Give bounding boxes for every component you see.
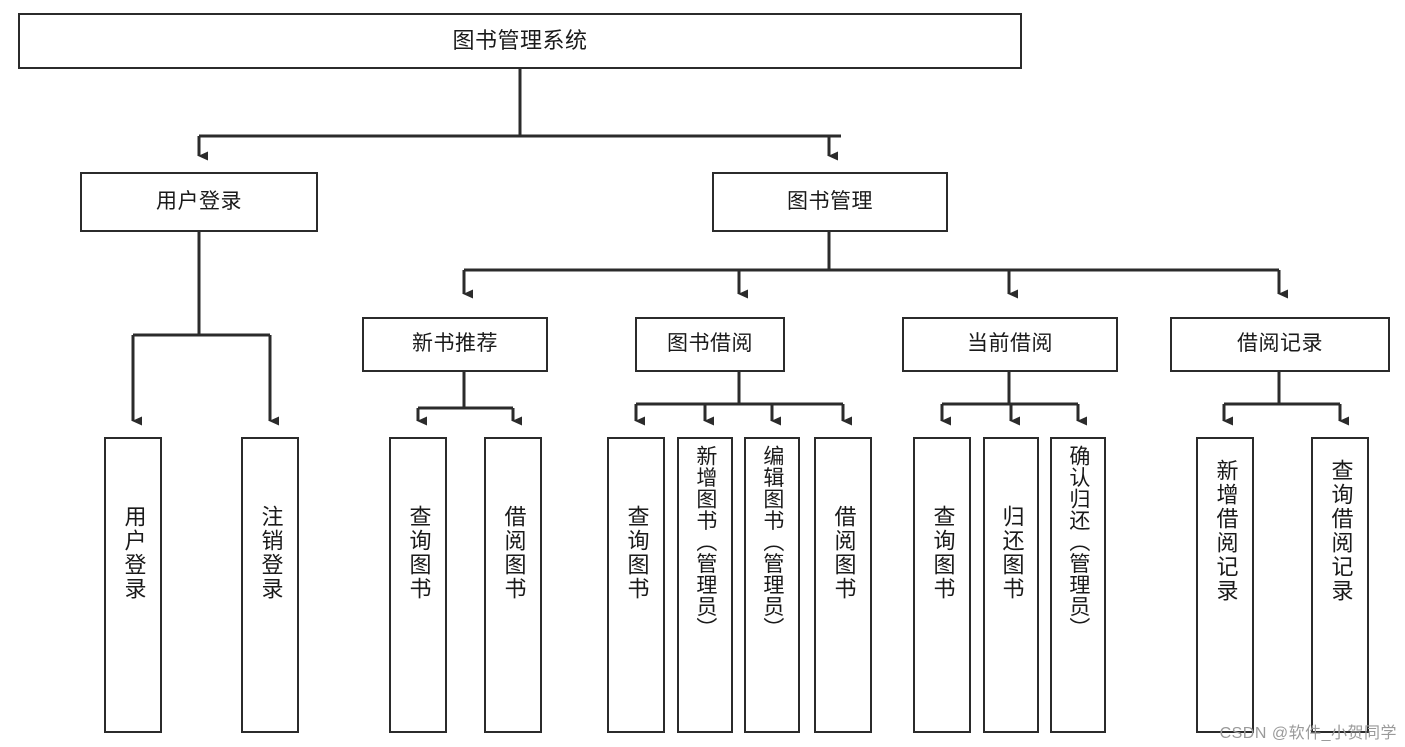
node-label: 确认归还（管理员） — [1066, 445, 1090, 639]
leaf-borrow-book-borrowing[interactable]: 借阅图书 — [814, 437, 872, 733]
node-label: 用户登录 — [156, 189, 242, 213]
node-label: 查询图书 — [930, 505, 956, 601]
node-label: 新增图书（管理员） — [693, 445, 717, 639]
node-label: 查询借阅记录 — [1328, 459, 1354, 603]
node-label: 当前借阅 — [967, 332, 1053, 356]
node-label: 注销登录 — [258, 505, 284, 601]
leaf-add-book-admin[interactable]: 新增图书（管理员） — [677, 437, 733, 733]
node-label: 图书管理系统 — [452, 28, 588, 54]
node-label: 图书管理 — [787, 189, 873, 213]
node-new-book-recommendation[interactable]: 新书推荐 — [362, 317, 548, 372]
csdn-watermark: CSDN @软件_小贺同学 — [1219, 725, 1397, 742]
leaf-query-book-recommendation[interactable]: 查询图书 — [389, 437, 447, 733]
leaf-return-book[interactable]: 归还图书 — [983, 437, 1039, 733]
node-label: 归还图书 — [999, 505, 1025, 601]
node-label: 编辑图书（管理员） — [760, 445, 784, 639]
node-label: 图书借阅 — [667, 332, 753, 356]
leaf-confirm-return-admin[interactable]: 确认归还（管理员） — [1050, 437, 1106, 733]
leaf-edit-book-admin[interactable]: 编辑图书（管理员） — [744, 437, 800, 733]
node-user-login[interactable]: 用户登录 — [80, 172, 318, 232]
leaf-add-borrowing-record[interactable]: 新增借阅记录 — [1196, 437, 1254, 733]
node-book-management-system[interactable]: 图书管理系统 — [18, 13, 1022, 69]
node-label: 借阅图书 — [831, 505, 857, 601]
node-label: 借阅图书 — [501, 505, 527, 601]
node-label: 用户登录 — [121, 505, 147, 601]
node-label: 查询图书 — [406, 505, 432, 601]
node-label: 查询图书 — [624, 505, 650, 601]
leaf-query-book-current[interactable]: 查询图书 — [913, 437, 971, 733]
node-label: 借阅记录 — [1237, 332, 1323, 356]
leaf-query-borrowing-record[interactable]: 查询借阅记录 — [1311, 437, 1369, 733]
node-book-management[interactable]: 图书管理 — [712, 172, 948, 232]
leaf-query-book-borrowing[interactable]: 查询图书 — [607, 437, 665, 733]
node-book-borrowing[interactable]: 图书借阅 — [635, 317, 785, 372]
node-borrowing-record[interactable]: 借阅记录 — [1170, 317, 1390, 372]
leaf-user-login[interactable]: 用户登录 — [104, 437, 162, 733]
leaf-borrow-book-recommendation[interactable]: 借阅图书 — [484, 437, 542, 733]
node-label: 新增借阅记录 — [1213, 459, 1239, 603]
leaf-user-logout[interactable]: 注销登录 — [241, 437, 299, 733]
node-label: 新书推荐 — [412, 332, 498, 356]
node-current-borrowing[interactable]: 当前借阅 — [902, 317, 1118, 372]
